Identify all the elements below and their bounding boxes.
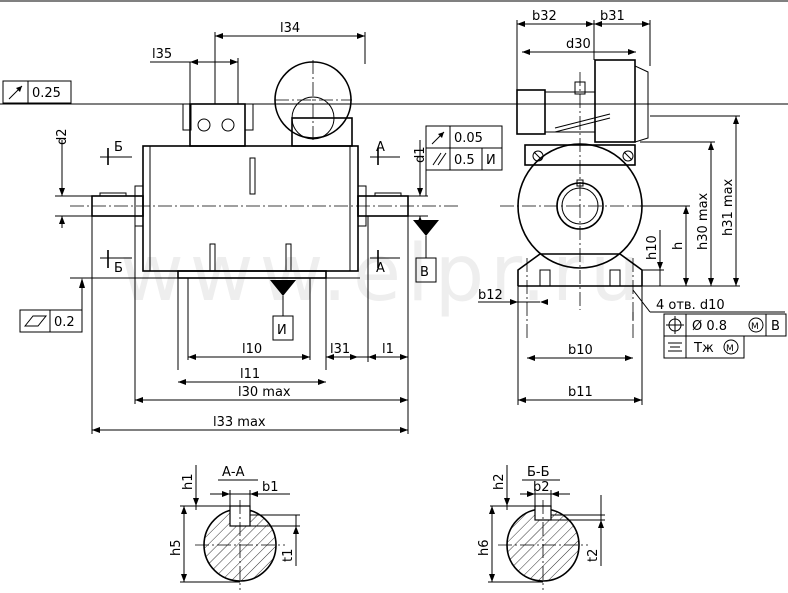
watermark: www.elpr.ru (120, 229, 645, 319)
tol-runout2: 0.05 (454, 131, 483, 146)
dim-l1: l1 (382, 342, 394, 357)
section-label-aa: А-А (222, 465, 245, 480)
dim-l31: l31 (330, 342, 350, 357)
dim-b11: b11 (568, 385, 593, 400)
tol-position: Ø 0.8 (692, 319, 727, 334)
dim-b32: b32 (532, 9, 557, 24)
dim-h1: h1 (181, 473, 196, 490)
dim-d1: d1 (413, 146, 428, 163)
section-mark-b-top: Б (114, 140, 123, 155)
dim-l35: l35 (152, 47, 172, 62)
tol-position-ref: В (771, 319, 780, 334)
section-mark-a-bottom: А (376, 261, 385, 276)
section-b-b: Б-Б h2 b2 h6 t2 (477, 465, 605, 590)
dim-b2: b2 (533, 480, 550, 495)
dim-d2: d2 (55, 128, 70, 145)
end-view: b32 b31 d30 h h30 max h31 max h10 (478, 9, 787, 405)
dim-b1: b1 (262, 480, 279, 495)
dim-t2: t2 (586, 549, 601, 562)
section-mark-b-bottom: Б (114, 261, 123, 276)
dim-l11: l11 (240, 367, 260, 382)
tol-parallel-ref: И (486, 153, 496, 168)
dim-b31: b31 (600, 9, 625, 24)
section-a-a: А-А h1 b1 h5 t1 (169, 465, 300, 590)
side-view: Б Б А А d2 d1 l34 (0, 0, 788, 434)
tol-flatness: 0.2 (54, 315, 75, 330)
dim-t1: t1 (281, 549, 296, 562)
dim-h5: h5 (169, 539, 184, 556)
dim-h6: h6 (477, 539, 492, 556)
dim-h10: h10 (645, 235, 660, 260)
dim-l10: l10 (242, 342, 262, 357)
tol-parallel: 0.5 (454, 153, 475, 168)
dim-h: h (671, 242, 686, 250)
dim-l34: l34 (280, 21, 300, 36)
dim-h2: h2 (492, 473, 507, 490)
dim-h31: h31 max (721, 178, 736, 236)
dim-l30: l30 max (238, 385, 291, 400)
section-mark-a-top: А (376, 140, 385, 155)
dim-b12: b12 (478, 288, 503, 303)
datum-triangle-i (270, 280, 296, 296)
dim-h30: h30 max (696, 192, 711, 250)
datum-label-i: И (277, 323, 287, 338)
datum-triangle-v (413, 220, 439, 236)
dim-l33: l33 max (213, 415, 266, 430)
svg-text:M: M (751, 322, 759, 332)
tol-runout: 0.25 (32, 86, 61, 101)
svg-text:M: M (726, 344, 734, 354)
holes-note: 4 отв. d10 (656, 298, 725, 313)
datum-label-v: В (420, 265, 429, 280)
tol-symmetry: Тж (693, 341, 714, 356)
dim-d30: d30 (566, 37, 591, 52)
section-label-bb: Б-Б (527, 465, 550, 480)
dim-b10: b10 (568, 343, 593, 358)
